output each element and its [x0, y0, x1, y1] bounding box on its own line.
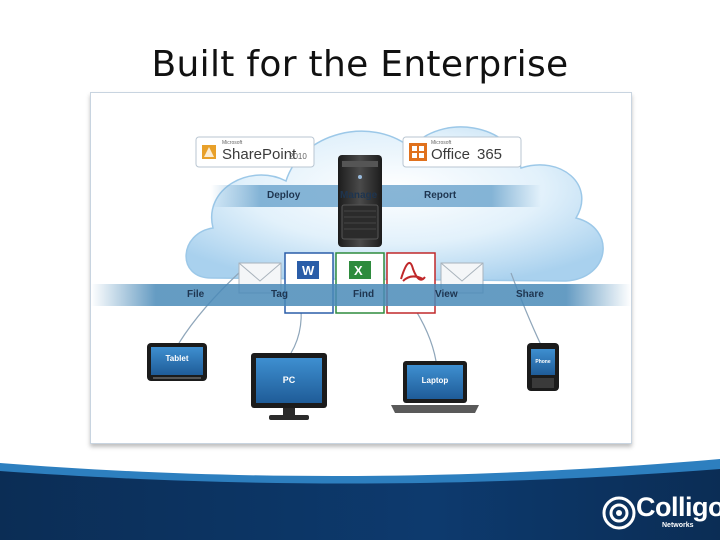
brand-sub: Networks — [662, 522, 694, 529]
pc-monitor-icon — [251, 353, 327, 420]
action-deploy: Deploy — [267, 190, 301, 201]
action-view: View — [435, 289, 458, 300]
device-pc-label: PC — [282, 375, 296, 385]
action-tag: Tag — [271, 289, 289, 300]
colligo-emblem-icon — [602, 496, 636, 530]
device-laptop-label: Laptop — [421, 376, 449, 385]
workflow-band — [91, 284, 631, 306]
sharepoint-vendor: Microsoft — [222, 140, 243, 146]
tablet-icon — [147, 343, 207, 381]
phone-icon — [527, 343, 559, 391]
slide-title: Built for the Enterprise — [151, 44, 569, 85]
action-find: Find — [353, 289, 375, 300]
action-report: Report — [424, 190, 457, 201]
server-icon — [338, 155, 382, 247]
enterprise-diagram: W X — [90, 92, 632, 444]
action-share: Share — [516, 289, 544, 300]
office-name: Office — [431, 146, 470, 163]
sharepoint-logo — [195, 136, 315, 168]
diagram-graphic: W X — [91, 126, 631, 420]
sharepoint-version: 2010 — [289, 152, 307, 161]
device-phone-label: Phone — [535, 359, 551, 365]
sharepoint-name: SharePoint — [222, 146, 297, 163]
svg-text:X: X — [354, 263, 363, 278]
colligo-logo: Colligo Networks — [602, 492, 720, 534]
laptop-icon — [391, 361, 479, 413]
device-tablet-label: Tablet — [165, 354, 189, 363]
footer-wave — [0, 459, 720, 540]
office-vendor: Microsoft — [431, 140, 452, 146]
svg-text:W: W — [302, 263, 315, 278]
brand-name: Colligo — [636, 492, 720, 522]
office-version: 365 — [477, 146, 503, 163]
action-manage: Manage — [340, 190, 378, 201]
action-file: File — [187, 289, 205, 300]
office365-logo — [402, 136, 522, 168]
